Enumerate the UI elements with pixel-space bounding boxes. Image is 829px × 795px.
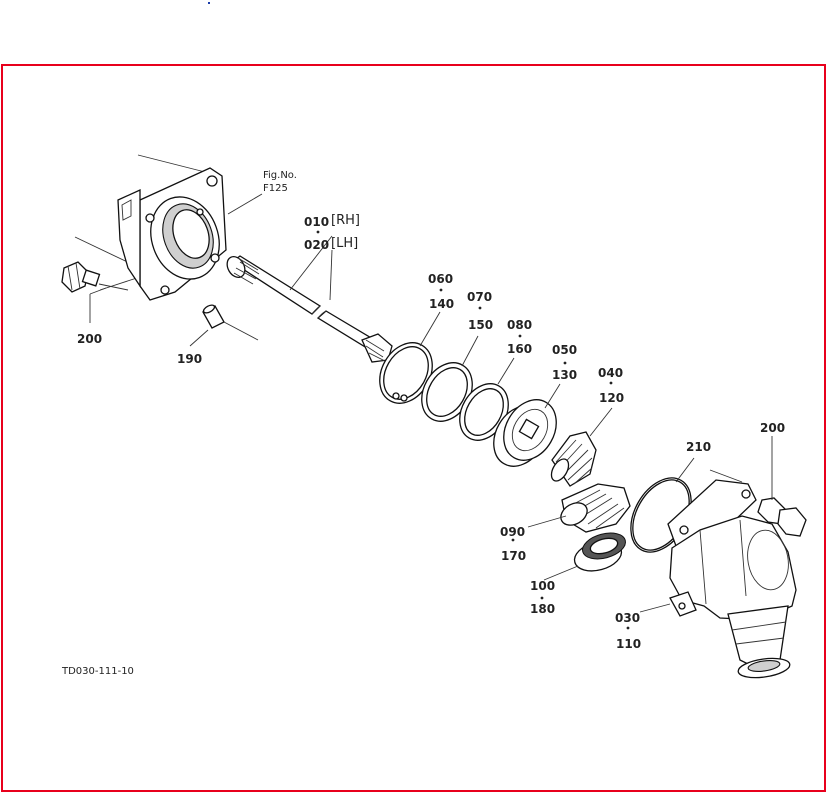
figure-reference: Fig.No. F125 (227, 170, 297, 215)
label-210: 210 (686, 440, 711, 454)
plug-right (757, 436, 807, 537)
label-lh: [LH] (331, 236, 358, 251)
label-070: 070 (467, 290, 492, 304)
label-200-right: 200 (760, 421, 785, 435)
oil-seal-100 (543, 532, 626, 581)
drawing-code: TD030-111-10 (61, 666, 134, 677)
label-190: 190 (177, 352, 202, 366)
label-200-left: 200 (77, 332, 102, 346)
flange-housing (74, 154, 227, 301)
bevel-gear-040 (550, 407, 613, 487)
part-labels: 010 [RH] 020 [LH] 060 140 070 150 080 16… (77, 213, 785, 651)
label-040: 040 (598, 366, 623, 380)
circlip-060 (379, 311, 441, 404)
leader-dots (316, 230, 630, 630)
label-110: 110 (616, 637, 641, 651)
pin-190 (189, 304, 259, 347)
fig-ref-title: Fig.No. (263, 170, 297, 181)
label-080: 080 (507, 318, 532, 332)
plug-left (61, 261, 129, 323)
label-130: 130 (552, 368, 577, 382)
label-180: 180 (530, 602, 555, 616)
bevel-gear-090 (527, 483, 631, 533)
top-dot-mark (208, 2, 210, 4)
label-060: 060 (428, 272, 453, 286)
label-rh: [RH] (331, 213, 360, 228)
label-020: 020 (304, 238, 329, 252)
fig-ref-number: F125 (263, 183, 288, 194)
label-140: 140 (429, 297, 454, 311)
label-090: 090 (500, 525, 525, 539)
label-100: 100 (530, 579, 555, 593)
label-050: 050 (552, 343, 577, 357)
label-030: 030 (615, 611, 640, 625)
label-010: 010 (304, 215, 329, 229)
axle-shaft (226, 235, 393, 363)
label-160: 160 (507, 342, 532, 356)
label-120: 120 (599, 391, 624, 405)
right-housing (639, 469, 797, 679)
bearing-050 (493, 383, 561, 467)
label-150: 150 (468, 318, 493, 332)
diagram-frame (1, 64, 826, 792)
label-170: 170 (501, 549, 526, 563)
